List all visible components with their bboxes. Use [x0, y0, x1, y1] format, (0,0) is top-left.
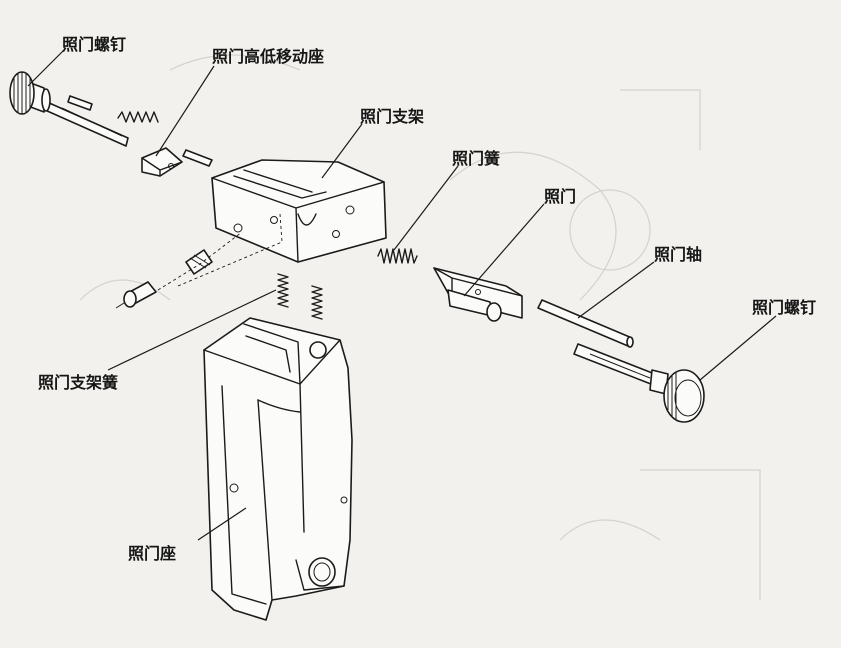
label-sight: 照门: [544, 187, 577, 206]
label-sight-screw-right: 照门螺钉: [752, 298, 817, 317]
label-sight-screw-left: 照门螺钉: [62, 35, 127, 54]
sight-coil-spring: [377, 248, 418, 264]
bracket-plug-and-screw: [115, 213, 283, 309]
sight-leaf: [433, 267, 523, 322]
small-pins-left: [67, 95, 213, 167]
leader-lines: [27, 47, 777, 541]
leader-elevation-slide: [155, 65, 215, 157]
label-sight-spring: 照门簧: [452, 149, 501, 168]
leader-bracket-spring: [107, 289, 277, 371]
background-ghost-marks: [79, 54, 761, 600]
left-sight-screw: [9, 71, 129, 147]
right-sight-screw: [573, 343, 705, 423]
label-sight-shaft: 照门轴: [654, 245, 703, 264]
label-sight-base: 照门座: [128, 544, 177, 563]
leader-sight-screw-right: [699, 315, 777, 381]
sight-bracket-body: [211, 159, 387, 263]
label-elevation-slide: 照门高低移动座: [212, 47, 325, 66]
elevation-slide-block: [141, 147, 183, 177]
leader-sight-bracket: [321, 123, 363, 179]
label-bracket-spring: 照门支架簧: [38, 373, 119, 392]
sight-base-frame: [203, 317, 353, 621]
leader-sight: [463, 203, 545, 297]
leader-sight-screw-left: [27, 47, 67, 87]
bracket-springs: [277, 273, 323, 320]
label-sight-bracket: 照门支架: [360, 107, 425, 126]
leader-sight-spring: [393, 165, 459, 251]
leader-sight-shaft: [577, 261, 655, 319]
sight-shaft-pin: [537, 299, 634, 348]
elevation-coil-spring: [117, 111, 159, 123]
leader-sight-base: [197, 507, 247, 541]
